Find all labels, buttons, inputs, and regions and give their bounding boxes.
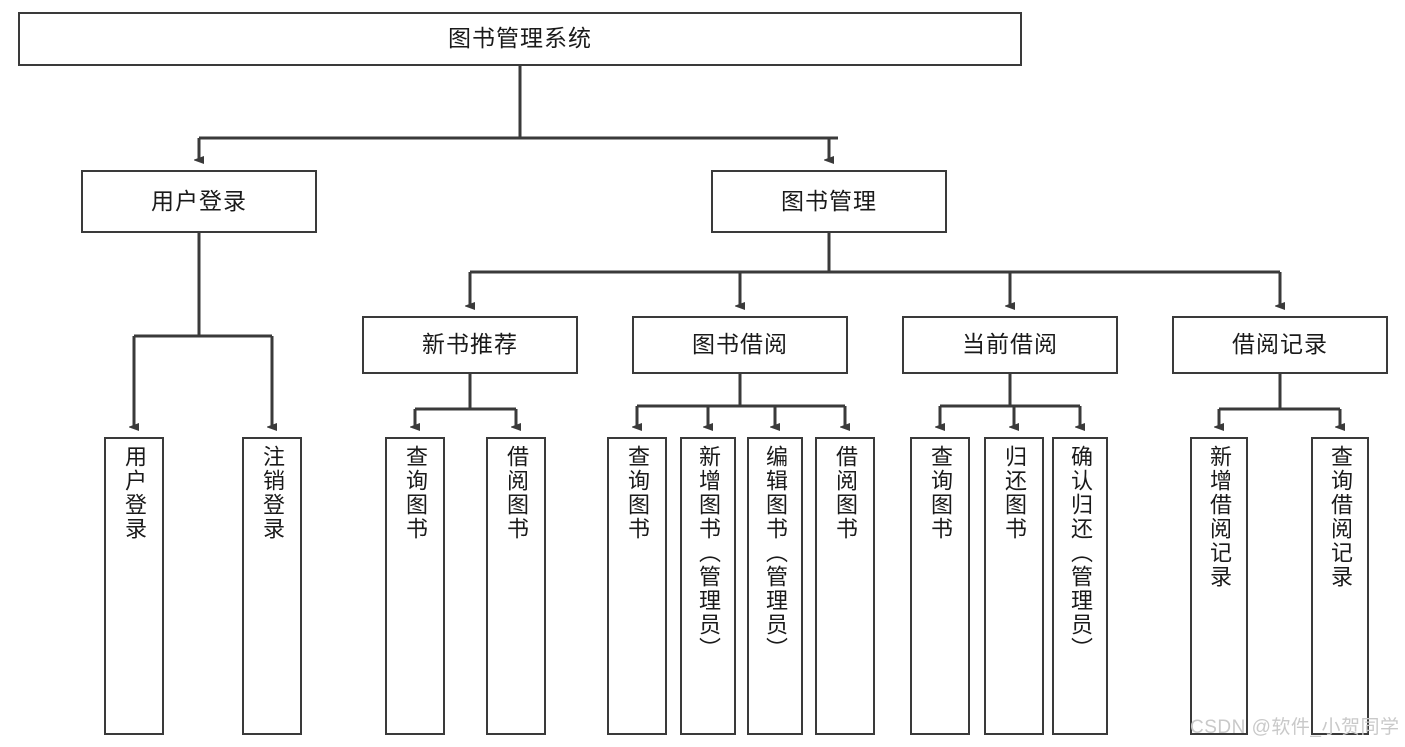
node-leaf-query-book-rec-label: 查询图书 [403, 445, 428, 541]
node-leaf-query-borrow-record-label: 查询借阅记录 [1328, 445, 1353, 589]
node-leaf-add-book[interactable]: 新增图书（管理员） [680, 437, 736, 735]
node-current-borrow-label: 当前借阅 [962, 331, 1058, 358]
node-leaf-confirm-return[interactable]: 确认归还（管理员） [1052, 437, 1108, 735]
node-leaf-add-borrow-record[interactable]: 新增借阅记录 [1190, 437, 1248, 735]
node-leaf-borrow-book[interactable]: 借阅图书 [815, 437, 875, 735]
node-book-borrow[interactable]: 图书借阅 [632, 316, 848, 374]
watermark: CSDN @软件_小贺同学 [1190, 717, 1400, 738]
node-leaf-query-book-current[interactable]: 查询图书 [910, 437, 970, 735]
node-leaf-edit-book[interactable]: 编辑图书（管理员） [747, 437, 803, 735]
node-book-manage-label: 图书管理 [781, 187, 877, 214]
node-leaf-user-login-label: 用户登录 [122, 445, 147, 541]
node-leaf-confirm-return-label: 确认归还（管理员） [1068, 445, 1093, 661]
node-leaf-add-book-label: 新增图书（管理员） [696, 445, 721, 661]
node-leaf-user-logout-label: 注销登录 [260, 445, 285, 541]
node-leaf-query-borrow-record[interactable]: 查询借阅记录 [1311, 437, 1369, 735]
node-leaf-query-book-borrow-label: 查询图书 [625, 445, 650, 541]
node-leaf-query-book-rec[interactable]: 查询图书 [385, 437, 445, 735]
node-current-borrow[interactable]: 当前借阅 [902, 316, 1118, 374]
node-leaf-edit-book-label: 编辑图书（管理员） [763, 445, 788, 661]
node-new-book-recommend-label: 新书推荐 [422, 331, 518, 358]
node-root-label: 图书管理系统 [448, 25, 592, 52]
node-book-manage[interactable]: 图书管理 [711, 170, 947, 233]
node-borrow-record-label: 借阅记录 [1232, 331, 1328, 358]
node-borrow-record[interactable]: 借阅记录 [1172, 316, 1388, 374]
node-user-login[interactable]: 用户登录 [81, 170, 317, 233]
node-leaf-user-login[interactable]: 用户登录 [104, 437, 164, 735]
node-leaf-borrow-book-label: 借阅图书 [833, 445, 858, 541]
node-leaf-add-borrow-record-label: 新增借阅记录 [1207, 445, 1232, 589]
node-root[interactable]: 图书管理系统 [18, 12, 1022, 66]
node-leaf-borrow-book-rec[interactable]: 借阅图书 [486, 437, 546, 735]
node-book-borrow-label: 图书借阅 [692, 331, 788, 358]
node-leaf-query-book-borrow[interactable]: 查询图书 [607, 437, 667, 735]
node-leaf-borrow-book-rec-label: 借阅图书 [504, 445, 529, 541]
node-leaf-query-book-current-label: 查询图书 [928, 445, 953, 541]
node-leaf-return-book[interactable]: 归还图书 [984, 437, 1044, 735]
node-user-login-label: 用户登录 [151, 187, 247, 214]
node-leaf-user-logout[interactable]: 注销登录 [242, 437, 302, 735]
node-leaf-return-book-label: 归还图书 [1002, 445, 1027, 541]
node-new-book-recommend[interactable]: 新书推荐 [362, 316, 578, 374]
